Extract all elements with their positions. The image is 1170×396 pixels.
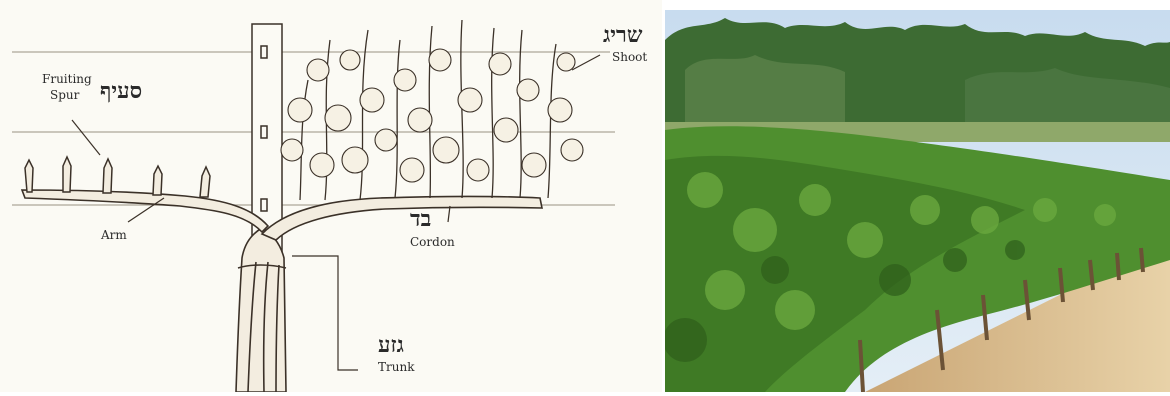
tree-line — [665, 18, 1170, 140]
spur-label-en-1: Fruiting — [42, 72, 92, 86]
cordon-label-en: Cordon — [410, 235, 455, 249]
grape-leaves — [281, 49, 583, 182]
spur-leader — [72, 120, 100, 155]
shoot-label-en: Shoot — [612, 50, 647, 64]
trunk-label-en: Trunk — [378, 360, 414, 374]
vineyard-photo — [665, 10, 1170, 392]
shoot-leader — [572, 55, 600, 70]
vineyard-photo-illustration — [665, 10, 1170, 392]
spur-label-he: סעיף — [100, 78, 142, 104]
arm-label: Arm — [101, 228, 127, 242]
vine-illustration — [0, 0, 662, 392]
trunk-bracket — [292, 256, 358, 370]
shoot-label-he: שריג — [603, 22, 642, 48]
trunk-label-he: גזע — [378, 332, 404, 358]
right-arm — [262, 197, 542, 241]
cordon-leader — [448, 206, 450, 222]
cordon-label-he: בד — [410, 206, 431, 232]
grapevine-training-diagram: Fruiting Spur סעיף Arm בד Cordon שריג Sh… — [0, 0, 662, 392]
trunk — [236, 228, 286, 392]
spur-label-en-2: Spur — [50, 88, 79, 102]
